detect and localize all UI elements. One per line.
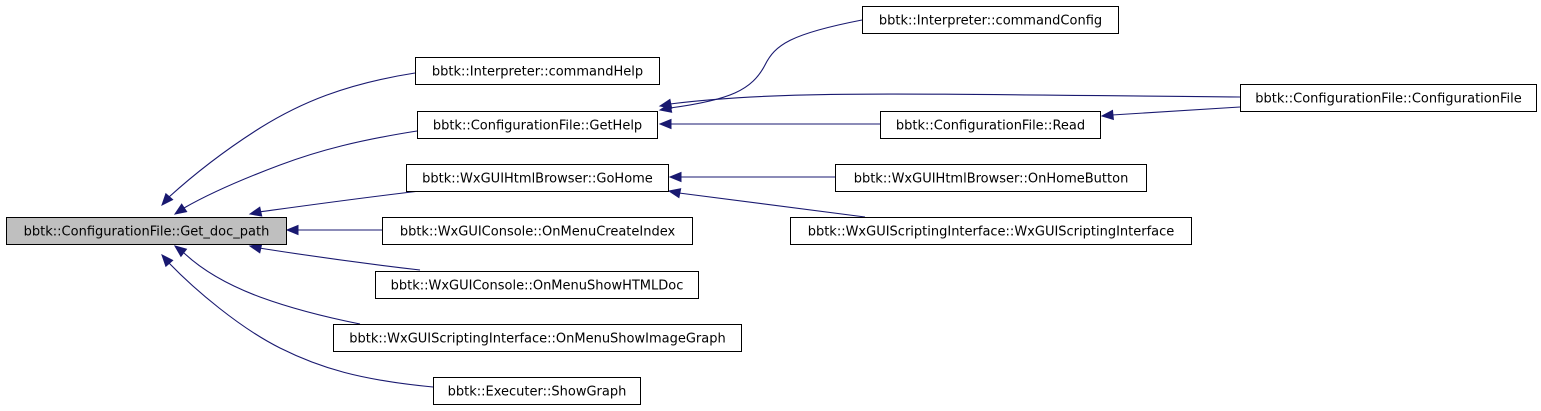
arrowhead-icon xyxy=(667,188,682,199)
node-label: bbtk::Interpreter::commandConfig xyxy=(879,14,1102,29)
node-read[interactable]: bbtk::ConfigurationFile::Read xyxy=(880,111,1101,139)
node-box xyxy=(6,217,287,245)
edge-line xyxy=(183,252,361,325)
edge-config_file_ctor-to-get_help xyxy=(658,93,1241,109)
node-command-help[interactable]: bbtk::Interpreter::commandHelp xyxy=(415,57,660,85)
node-label: bbtk::Executer::ShowGraph xyxy=(448,385,627,400)
arrowhead-icon xyxy=(285,224,299,236)
node-show-html-doc[interactable]: bbtk::WxGUIConsole::OnMenuShowHTMLDoc xyxy=(375,271,699,299)
edge-command_config-to-get_help xyxy=(658,19,863,113)
node-go-home[interactable]: bbtk::WxGUIHtmlBrowser::GoHome xyxy=(406,164,669,192)
edge-line xyxy=(678,192,866,218)
arrowhead-icon xyxy=(173,203,188,215)
node-command-config[interactable]: bbtk::Interpreter::commandConfig xyxy=(862,6,1119,34)
edge-create_index-to-get_doc_path xyxy=(285,224,382,236)
node-label: bbtk::WxGUIHtmlBrowser::GoHome xyxy=(422,172,653,187)
edge-config_file_ctor-to-read xyxy=(1100,106,1241,121)
node-label: bbtk::WxGUIConsole::OnMenuCreateIndex xyxy=(400,225,676,240)
arrowhead-icon xyxy=(658,118,672,130)
nodes-layer: bbtk::ConfigurationFile::Get_doc_pathbbt… xyxy=(6,6,1537,405)
arrowhead-icon xyxy=(1100,109,1114,121)
edge-go_home-to-get_doc_path xyxy=(248,190,421,217)
node-box xyxy=(790,217,1192,245)
node-box xyxy=(417,111,658,139)
node-box xyxy=(835,164,1147,192)
edge-on_home_button-to-go_home xyxy=(668,171,835,183)
node-get-doc-path[interactable]: bbtk::ConfigurationFile::Get_doc_path xyxy=(6,217,287,245)
node-show-graph[interactable]: bbtk::Executer::ShowGraph xyxy=(433,377,641,405)
node-box xyxy=(415,57,660,85)
node-on-home-button[interactable]: bbtk::WxGUIHtmlBrowser::OnHomeButton xyxy=(835,164,1147,192)
node-label: bbtk::ConfigurationFile::Read xyxy=(896,119,1085,134)
node-label: bbtk::ConfigurationFile::ConfigurationFi… xyxy=(1255,92,1521,107)
node-box xyxy=(1240,84,1537,112)
node-config-file-ctor[interactable]: bbtk::ConfigurationFile::ConfigurationFi… xyxy=(1240,84,1537,112)
arrowhead-icon xyxy=(248,206,263,217)
edge-command_help-to-get_doc_path xyxy=(161,72,416,206)
node-label: bbtk::WxGUIScriptingInterface::WxGUIScri… xyxy=(808,225,1175,240)
edge-line xyxy=(168,72,416,198)
node-box xyxy=(880,111,1101,139)
node-get-help[interactable]: bbtk::ConfigurationFile::GetHelp xyxy=(417,111,658,139)
edge-show_image_graph-to-get_doc_path xyxy=(173,245,361,325)
edges-layer xyxy=(161,19,1241,388)
edge-line xyxy=(183,130,418,209)
node-label: bbtk::WxGUIHtmlBrowser::OnHomeButton xyxy=(854,172,1129,187)
edge-line xyxy=(258,247,421,271)
arrowhead-icon xyxy=(173,245,188,258)
arrowhead-icon xyxy=(668,171,682,183)
node-label: bbtk::WxGUIConsole::OnMenuShowHTMLDoc xyxy=(391,279,684,294)
edge-read-to-get_help xyxy=(658,118,880,130)
node-label: bbtk::ConfigurationFile::Get_doc_path xyxy=(24,225,270,240)
edge-line xyxy=(258,190,421,213)
arrowhead-icon xyxy=(248,243,263,254)
node-scripting-interface[interactable]: bbtk::WxGUIScriptingInterface::WxGUIScri… xyxy=(790,217,1192,245)
edge-scripting_interface-to-go_home xyxy=(667,188,866,218)
arrowhead-icon xyxy=(161,254,174,268)
node-box xyxy=(862,6,1119,34)
arrowhead-icon xyxy=(161,192,174,206)
node-box xyxy=(333,324,742,352)
node-label: bbtk::WxGUIScriptingInterface::OnMenuSho… xyxy=(349,332,725,347)
node-label: bbtk::ConfigurationFile::GetHelp xyxy=(433,119,642,134)
node-box xyxy=(433,377,641,405)
node-box xyxy=(382,217,693,245)
edge-line xyxy=(168,262,434,388)
node-show-image-graph[interactable]: bbtk::WxGUIScriptingInterface::OnMenuSho… xyxy=(333,324,742,352)
node-box xyxy=(406,164,669,192)
edge-line xyxy=(1111,106,1241,116)
node-create-index[interactable]: bbtk::WxGUIConsole::OnMenuCreateIndex xyxy=(382,217,693,245)
edge-show_html_doc-to-get_doc_path xyxy=(248,243,421,271)
edge-get_help-to-get_doc_path xyxy=(173,130,418,215)
edge-line xyxy=(669,93,1241,105)
node-box xyxy=(375,271,699,299)
arrowhead-icon xyxy=(658,98,673,109)
edge-show_graph-to-get_doc_path xyxy=(161,254,434,388)
node-label: bbtk::Interpreter::commandHelp xyxy=(432,65,643,80)
